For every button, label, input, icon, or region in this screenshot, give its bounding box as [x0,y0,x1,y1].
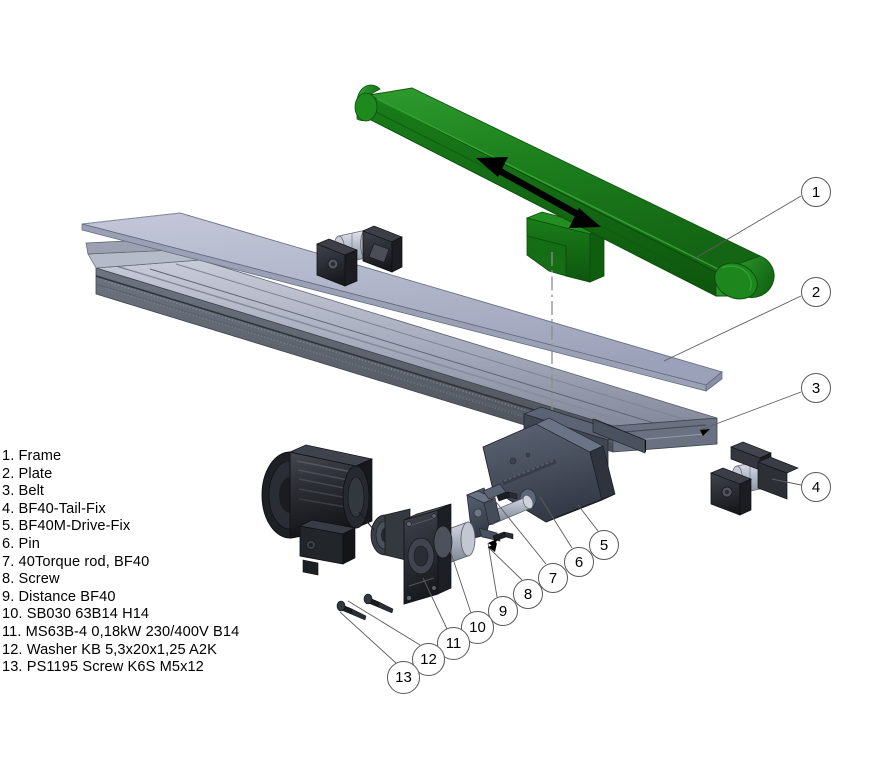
list-item-number: 5. [2,518,15,535]
list-item: 3. Belt [2,483,302,501]
list-item: 2. Plate [2,466,302,484]
component-washer-and-screw [336,593,394,621]
list-item: 12. Washer KB 5,3x20x1,25 A2K [2,642,302,660]
balloon-7[interactable]: 7 [538,563,568,593]
list-item: 8. Screw [2,571,302,589]
list-item-label: Frame [18,448,62,464]
list-item-number: 9. [2,588,15,605]
list-item-label: Belt [18,483,45,500]
leader-arrowheads [488,429,710,552]
component-electric-motor [261,444,375,576]
balloon-2[interactable]: 2 [801,277,831,307]
list-item: 9. Distance BF40 [2,589,302,607]
list-item: 11. MS63B-4 0,18kW 230/400V B14 [2,624,302,642]
list-item-label: Pin [18,535,40,552]
leader-lines [339,195,802,664]
list-item-label: PS1195 Screw K6S M5x12 [26,659,204,676]
list-item: 6. Pin [2,536,302,554]
list-item: 13. PS1195 Screw K6S M5x12 [2,659,302,677]
list-item-label: Washer KB 5,3x20x1,25 A2K [26,641,217,658]
list-item-number: 8. [2,571,15,588]
list-item-label: MS63B-4 0,18kW 230/400V B14 [25,623,240,640]
list-item-label: 40Torque rod, BF40 [18,553,150,570]
list-item: 4. BF40-Tail-Fix [2,501,302,519]
component-torque-rod [466,483,507,542]
list-item-label: BF40M-Drive-Fix [18,518,131,535]
list-item: 7. 40Torque rod, BF40 [2,554,302,572]
balloon-5[interactable]: 5 [589,530,619,560]
list-item-number: 2. [2,465,15,482]
list-item: 10. SB030 63B14 H14 [2,606,302,624]
list-item-number: 10. [2,606,23,623]
list-item: 1. Frame [2,448,302,466]
list-item-label: Plate [18,465,53,482]
list-item-number: 6. [2,535,15,552]
balloon-6[interactable]: 6 [564,547,594,577]
list-item: 5. BF40M-Drive-Fix [2,518,302,536]
list-item-number: 3. [2,483,15,500]
list-item-number: 4. [2,500,15,517]
balloon-4[interactable]: 4 [801,472,831,502]
double-headed-arrow [476,157,601,228]
list-item-number: 13. [2,659,23,676]
parts-list: 1. Frame 2. Plate 3. Belt 4. BF40-Tail-F… [2,448,302,677]
balloon-1[interactable]: 1 [801,177,831,207]
component-tail-fix-left [316,225,403,287]
list-item-label: Distance BF40 [18,588,116,605]
list-item-label: SB030 63B14 H14 [26,606,150,623]
component-gearbox [370,503,453,605]
list-item-label: Screw [18,571,60,588]
component-screw [492,491,518,542]
list-item-label: BF40-Tail-Fix [18,500,106,517]
list-item-number: 1. [2,448,15,464]
balloon-8[interactable]: 8 [513,579,543,609]
list-item-number: 11. [2,623,22,640]
component-flat-plate [81,212,723,392]
list-item-number: 12. [2,641,23,658]
component-tail-fix-right [710,441,799,516]
list-item-number: 7. [2,553,15,570]
component-green-frame [354,84,775,300]
balloon-13[interactable]: 13 [387,661,420,694]
balloon-3[interactable]: 3 [801,373,831,403]
